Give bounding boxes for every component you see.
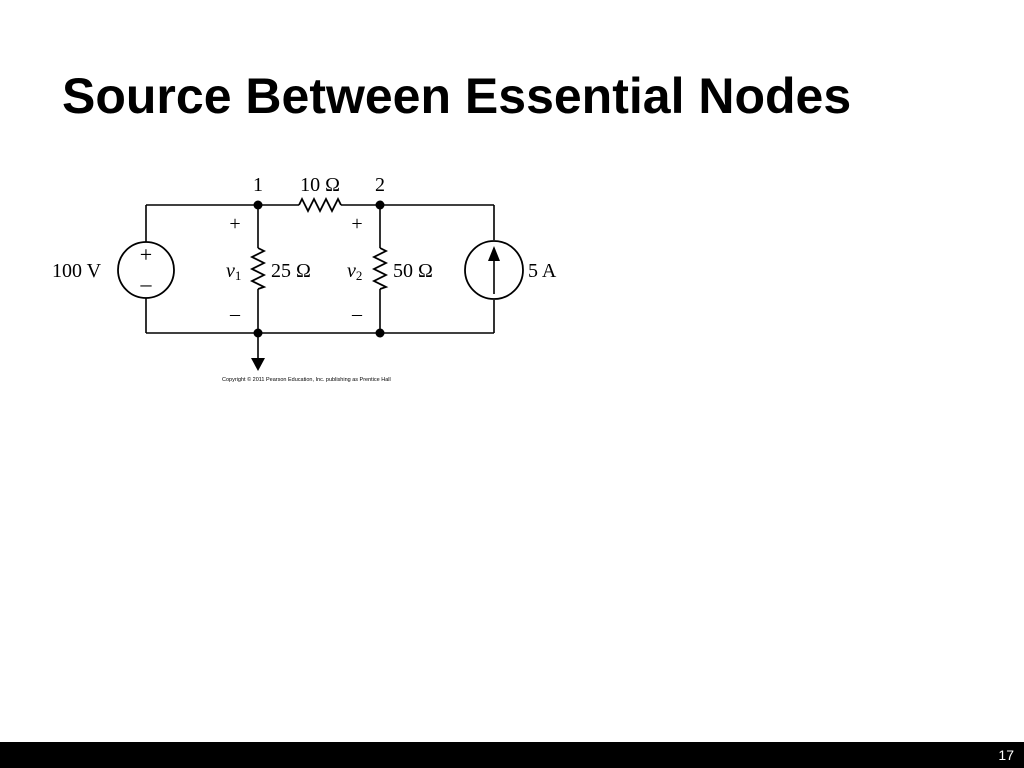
resistor-10-ohm — [298, 196, 342, 214]
v1-subscript: 1 — [235, 268, 242, 283]
page-number: 17 — [998, 747, 1014, 763]
voltage-source-minus: – — [140, 271, 153, 296]
v2-minus-sign: – — [351, 303, 363, 325]
voltage-source — [117, 241, 175, 299]
resistor-50-label: 50 Ω — [393, 260, 433, 282]
resistor-50-ohm — [371, 247, 389, 290]
slide-title: Source Between Essential Nodes — [62, 68, 852, 124]
v2-plus-sign: + — [351, 213, 362, 235]
resistor-10-label: 10 Ω — [300, 174, 340, 196]
copyright-notice: Copyright © 2011 Pearson Education, Inc.… — [222, 376, 391, 383]
footer-bar: 17 — [0, 742, 1024, 768]
node-dot-bottom-right — [375, 328, 385, 338]
node-label-2: 2 — [375, 174, 385, 196]
circuit-diagram: + – 1 2 10 Ω 100 V 25 Ω 50 Ω 5 A + – + –… — [52, 174, 557, 383]
node-dot-1 — [253, 200, 263, 210]
node-dot-2 — [375, 200, 385, 210]
current-source-label: 5 A — [528, 260, 557, 282]
resistor-25-label: 25 Ω — [271, 260, 311, 282]
node-label-1: 1 — [253, 174, 263, 196]
ground-arrow-icon — [251, 358, 265, 371]
voltage-source-label: 100 V — [52, 260, 102, 282]
v1-var: v — [226, 260, 235, 282]
v1-minus-sign: – — [229, 303, 241, 325]
v2-var: v — [347, 260, 356, 282]
v2-subscript: 2 — [356, 268, 363, 283]
voltage-source-plus: + — [140, 242, 152, 267]
v1-label: v1 — [226, 260, 241, 283]
v2-label: v2 — [347, 260, 362, 283]
circuit-wires — [145, 204, 495, 358]
current-source-arrow-head-icon — [488, 246, 500, 261]
v1-plus-sign: + — [229, 213, 240, 235]
node-dot-bottom-left — [253, 328, 263, 338]
resistor-25-ohm — [249, 247, 267, 290]
